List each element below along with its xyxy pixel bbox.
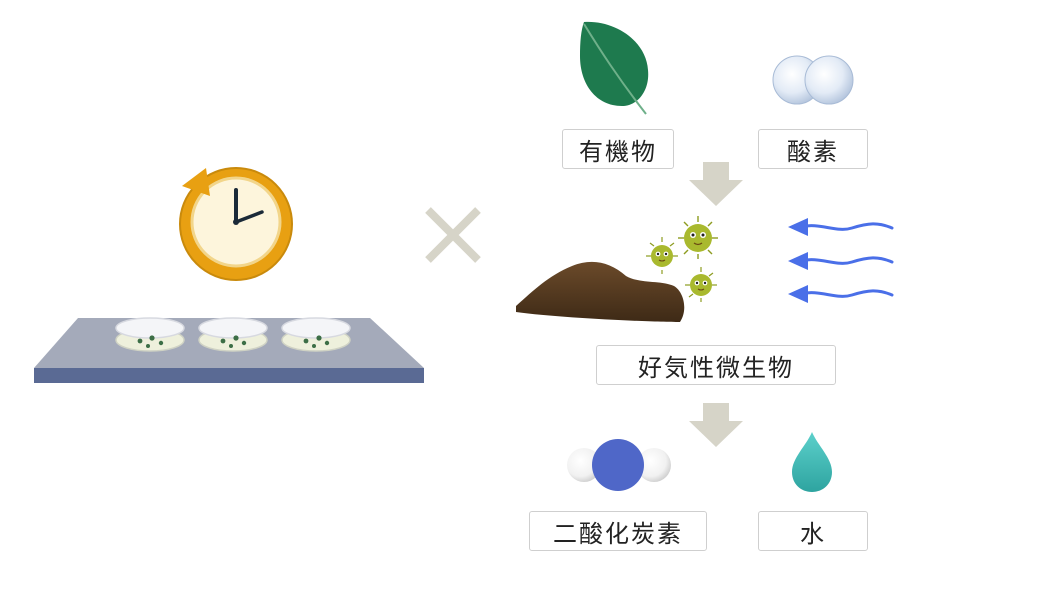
aerobic-microbes-label: 好気性微生物 [596,345,836,385]
clock-icon [179,167,293,281]
down-arrow-icon [689,403,743,447]
down-arrow-icon [689,162,743,206]
soil-mound [516,261,685,322]
water-drop-icon [792,432,832,492]
petri-dish [115,317,185,352]
oxygen-label: 酸素 [758,129,868,169]
airflow-arrows-icon [788,218,894,303]
water-label: 水 [758,511,868,551]
leaf-icon [580,21,649,115]
organic-matter-label: 有機物 [562,129,674,169]
microbe-icon [646,237,678,274]
petri-dish [281,317,351,352]
co2-molecule-icon [567,439,671,491]
multiply-icon [425,207,481,263]
carbon-dioxide-label: 二酸化炭素 [529,511,707,551]
oxygen-molecule-icon [772,55,854,105]
microbe-icon [678,216,718,259]
microbe-icon [685,267,717,302]
petri-dish [198,317,268,352]
